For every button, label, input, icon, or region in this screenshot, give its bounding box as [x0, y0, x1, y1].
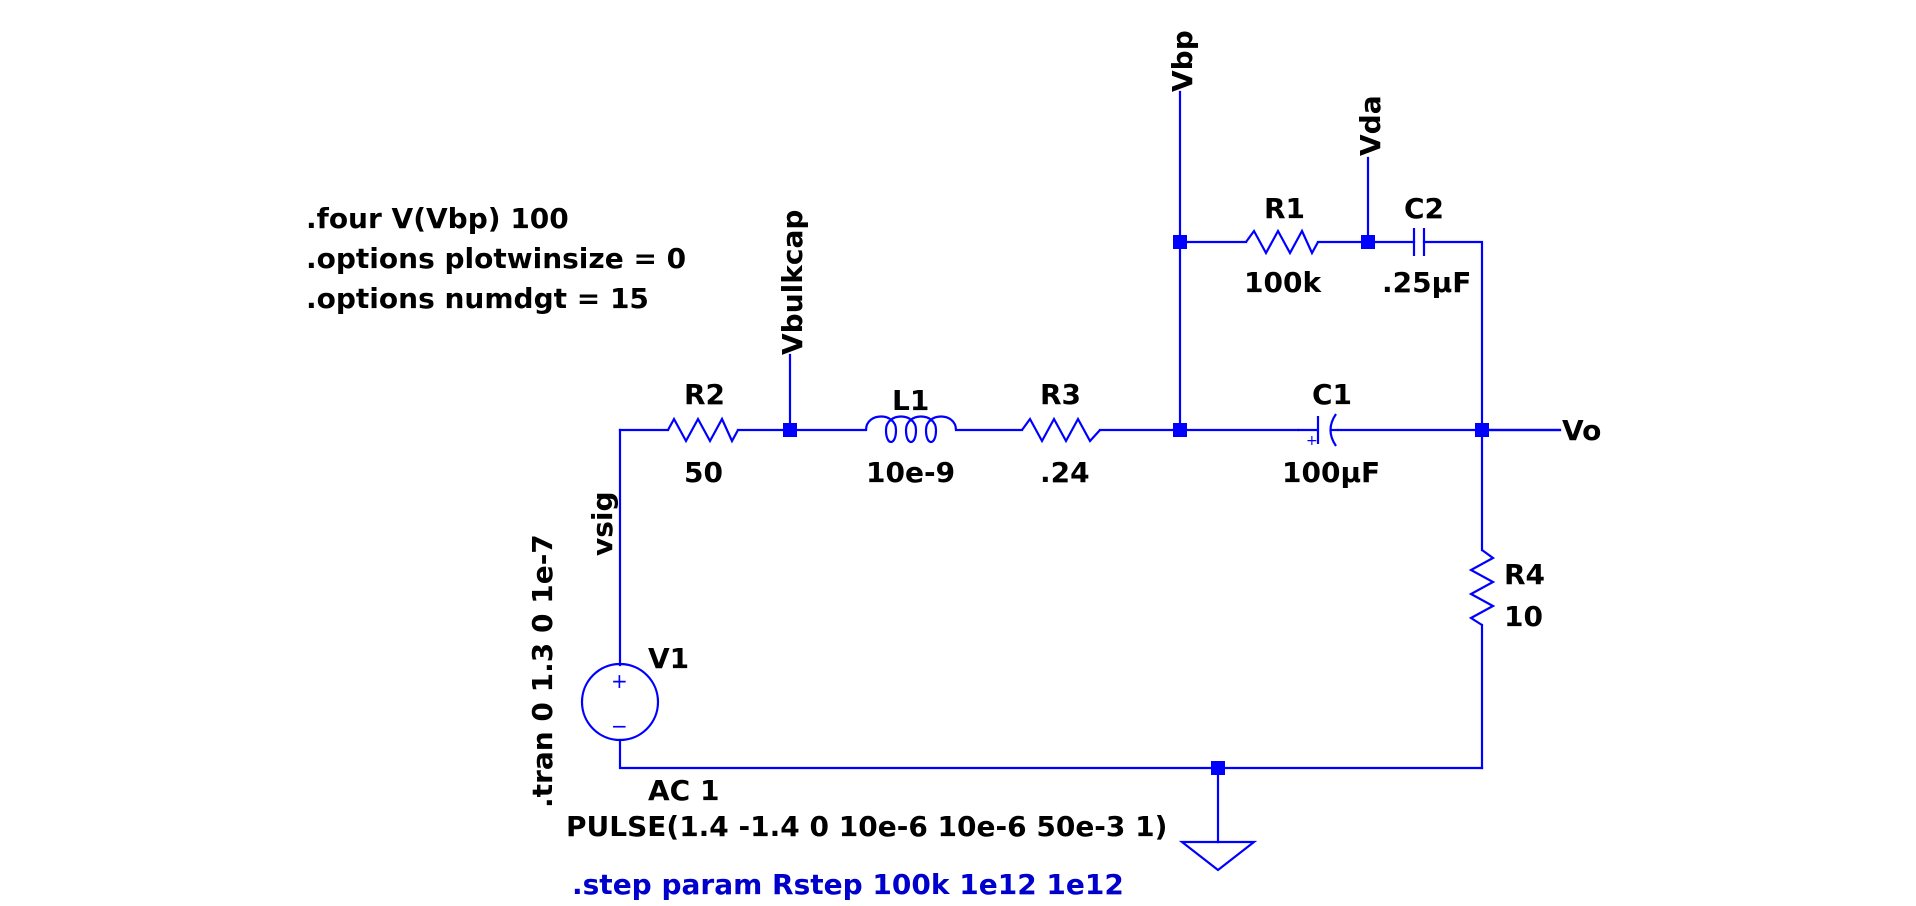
c1-name: C1 — [1312, 378, 1352, 411]
capacitor-c1[interactable]: + — [1298, 413, 1338, 449]
net-label-vbulkcap[interactable]: Vbulkcap — [776, 210, 809, 355]
l1-name: L1 — [892, 384, 929, 417]
r3-name: R3 — [1040, 378, 1081, 411]
r4-name: R4 — [1504, 558, 1545, 591]
resistor-r4[interactable] — [1468, 549, 1496, 626]
inductor-l1[interactable] — [864, 415, 958, 444]
resistor-r3[interactable] — [1021, 416, 1101, 444]
resistor-r2[interactable] — [667, 416, 739, 444]
r1-value: 100k — [1244, 266, 1322, 299]
v1-plus-sign: + — [611, 669, 628, 693]
wire-c2-right[interactable] — [1422, 240, 1484, 432]
voltage-source-v1[interactable]: + − — [580, 662, 660, 742]
directive-four[interactable]: .four V(Vbp) 100 — [306, 202, 569, 235]
r4-value: 10 — [1504, 600, 1543, 633]
capacitor-c2[interactable] — [1412, 228, 1426, 256]
net-label-vsig[interactable]: vsig — [586, 491, 619, 556]
v1-name: V1 — [648, 642, 689, 675]
c2-value: .25µF — [1382, 266, 1471, 299]
v1-value: PULSE(1.4 -1.4 0 10e-6 10e-6 50e-3 1) — [566, 810, 1167, 843]
r1-name: R1 — [1264, 192, 1305, 225]
r2-name: R2 — [684, 378, 725, 411]
junction-ground[interactable] — [1211, 761, 1225, 775]
net-label-vbp[interactable]: Vbp — [1166, 30, 1199, 92]
junction-vo[interactable] — [1475, 423, 1489, 437]
directive-plotwinsize[interactable]: .options plotwinsize = 0 — [306, 242, 686, 275]
l1-value: 10e-9 — [866, 456, 955, 489]
resistor-r1[interactable] — [1245, 228, 1319, 256]
junction-vbulkcap[interactable] — [783, 423, 797, 437]
net-label-vo[interactable]: Vo — [1562, 414, 1601, 447]
c2-name: C2 — [1404, 192, 1444, 225]
ground-icon[interactable] — [1178, 840, 1258, 872]
v1-minus-sign: − — [611, 714, 628, 738]
v1-ac: AC 1 — [648, 774, 719, 807]
wire-ground-rail[interactable] — [618, 738, 1484, 770]
junction-vbp-r1[interactable] — [1173, 235, 1187, 249]
junction-vda[interactable] — [1361, 235, 1375, 249]
junction-r3-c1[interactable] — [1173, 423, 1187, 437]
directive-numdgt[interactable]: .options numdgt = 15 — [306, 282, 649, 315]
r3-value: .24 — [1040, 456, 1090, 489]
wires — [618, 90, 1562, 844]
net-label-vda[interactable]: Vda — [1354, 95, 1387, 156]
directive-tran[interactable]: .tran 0 1.3 0 1e-7 — [526, 534, 559, 808]
c1-value: 100µF — [1282, 456, 1380, 489]
directive-step[interactable]: .step param Rstep 100k 1e12 1e12 — [572, 868, 1124, 901]
junctions — [783, 235, 1489, 775]
r2-value: 50 — [684, 456, 723, 489]
c1-plus-sign: + — [1306, 433, 1318, 449]
